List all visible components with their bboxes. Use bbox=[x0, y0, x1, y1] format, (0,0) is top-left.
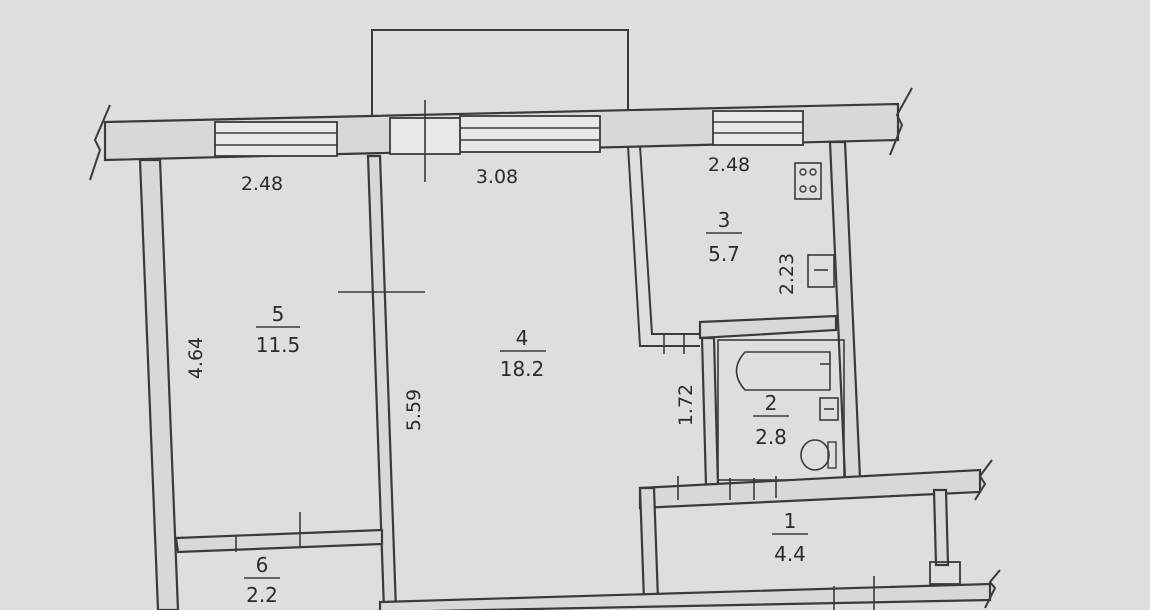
room-4-area: 18.2 bbox=[500, 357, 545, 381]
exterior-wall-bottom bbox=[378, 582, 992, 610]
entrance-wall-left bbox=[638, 486, 660, 602]
exterior-wall-right bbox=[828, 140, 862, 480]
dimension-room4-side: 5.59 bbox=[403, 389, 425, 431]
corridor-wall bbox=[638, 468, 982, 510]
dimension-top-right: 2.48 bbox=[708, 154, 750, 176]
balcony-door bbox=[389, 100, 461, 182]
room-1-area: 4.4 bbox=[774, 542, 806, 566]
entrance-wall-right bbox=[932, 488, 950, 567]
dimension-top-middle: 3.08 bbox=[476, 166, 518, 188]
window-middle bbox=[459, 115, 601, 153]
closet-wall bbox=[174, 528, 384, 554]
room-2-area: 2.8 bbox=[755, 425, 787, 449]
exterior-wall-left bbox=[138, 158, 180, 610]
room-1-number: 1 bbox=[784, 509, 797, 533]
room-3-area: 5.7 bbox=[708, 242, 740, 266]
room-3-number: 3 bbox=[718, 208, 731, 232]
partition-room5-room4 bbox=[366, 154, 398, 610]
window-right bbox=[712, 110, 804, 146]
break-line-corridor bbox=[974, 459, 993, 501]
window-left bbox=[214, 121, 338, 157]
kitchen-wall-left bbox=[627, 145, 700, 347]
bathroom-interior bbox=[717, 339, 845, 481]
stove-icon bbox=[794, 162, 822, 200]
dimension-corridor-side: 1.72 bbox=[675, 384, 697, 426]
room-6-area: 2.2 bbox=[246, 583, 278, 607]
room-5-area: 11.5 bbox=[256, 333, 301, 357]
kitchen-sink-icon bbox=[807, 254, 835, 288]
room-4-number: 4 bbox=[516, 326, 529, 350]
room-6-number: 6 bbox=[256, 553, 269, 577]
break-line-left bbox=[89, 104, 111, 181]
bathroom-wall-left bbox=[700, 336, 720, 488]
dimension-room3-side: 2.23 bbox=[776, 253, 798, 295]
balcony bbox=[371, 29, 629, 123]
washbasin-icon bbox=[819, 397, 839, 421]
toilet-icon bbox=[800, 439, 837, 471]
break-line-right bbox=[889, 87, 913, 156]
room-5-number: 5 bbox=[272, 302, 285, 326]
kitchen-wall-bottom bbox=[698, 314, 838, 340]
dimension-room5-side: 4.64 bbox=[185, 337, 207, 379]
dimension-top-left: 2.48 bbox=[241, 173, 283, 195]
room-2-number: 2 bbox=[765, 391, 778, 415]
bathtub-icon bbox=[735, 351, 831, 391]
